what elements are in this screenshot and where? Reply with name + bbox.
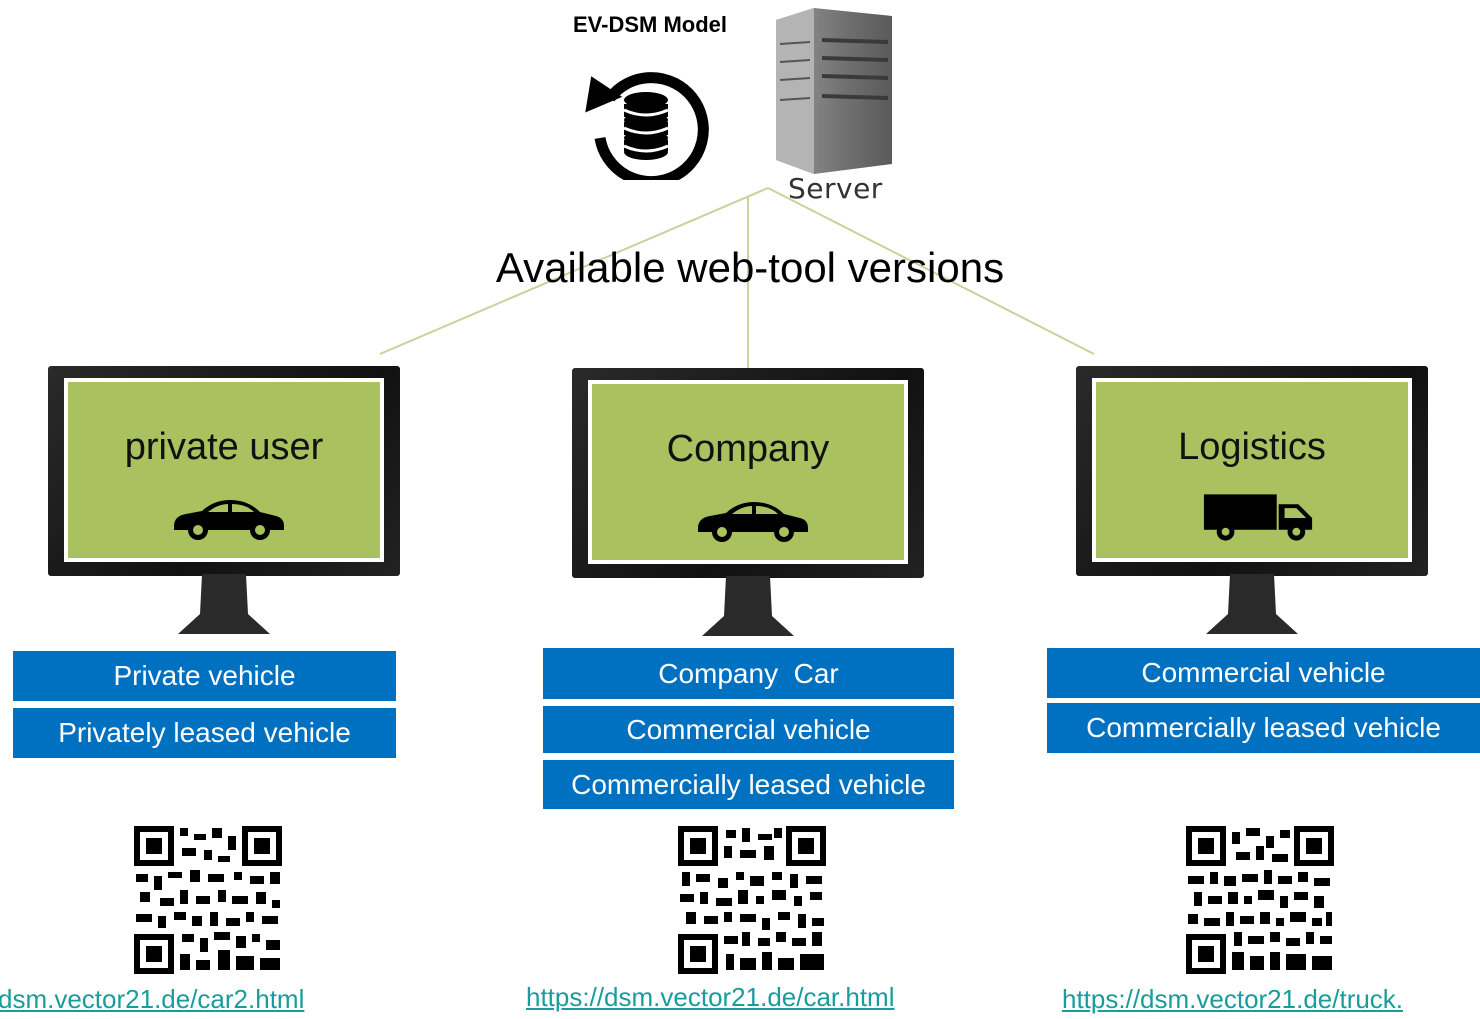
connector-left (379, 187, 769, 355)
qr-code-logistics (1186, 826, 1334, 974)
category-company-car: Company Car (543, 648, 954, 699)
category-private-vehicle: Private vehicle (13, 651, 396, 701)
monitor-stand (1206, 574, 1298, 634)
qr-code-private (134, 826, 282, 974)
category-privately-leased-vehicle: Privately leased vehicle (13, 708, 396, 758)
url-link-logistics[interactable]: https://dsm.vector21.de/truck. (1062, 984, 1404, 1014)
url-link-private[interactable]: dsm.vector21.de/car2.html (0, 984, 305, 1014)
monitor-stand (702, 576, 794, 636)
category-commercially-leased-vehicle: Commercially leased vehicle (543, 760, 954, 809)
screen-label-company: Company (666, 428, 830, 470)
monitor-bezel: Company (572, 368, 924, 578)
category-commercial-vehicle: Commercial vehicle (543, 706, 954, 753)
car-icon (698, 502, 808, 542)
monitor-private-user: private user (48, 366, 400, 636)
server-icon (776, 8, 892, 174)
monitor-screen: Logistics (1092, 378, 1412, 562)
model-title: EV-DSM Model (572, 12, 727, 37)
monitor-stand (178, 574, 270, 634)
web-tool-title: Available web-tool versions (495, 244, 1005, 291)
monitor-screen: Company (588, 380, 908, 564)
qr-code-company (678, 826, 826, 974)
database-sync-icon (585, 72, 709, 180)
monitor-logistics: Logistics (1076, 366, 1428, 636)
server-label: Server (788, 172, 883, 205)
truck-icon (1203, 494, 1313, 541)
connector-right (767, 187, 1095, 355)
screen-label-logistics: Logistics (1178, 426, 1326, 468)
monitor-company: Company (572, 368, 924, 638)
monitor-screen: private user (64, 378, 384, 562)
screen-label-private-user: private user (124, 426, 324, 468)
category-commercial-vehicle-logistics: Commercial vehicle (1047, 648, 1480, 698)
car-icon (174, 500, 284, 540)
category-commercially-leased-vehicle-logistics: Commercially leased vehicle (1047, 703, 1480, 753)
monitor-bezel: Logistics (1076, 366, 1428, 576)
url-link-company[interactable]: https://dsm.vector21.de/car.html (526, 982, 895, 1012)
monitor-bezel: private user (48, 366, 400, 576)
